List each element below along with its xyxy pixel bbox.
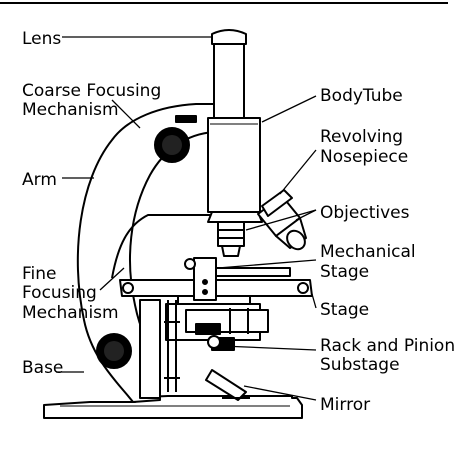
labels: Lens Coarse Focusing Mechanism BodyTube … bbox=[22, 29, 455, 415]
label-mirror: Mirror bbox=[320, 395, 370, 415]
microscope-drawing bbox=[43, 29, 313, 419]
label-arm: Arm bbox=[22, 170, 57, 190]
mirror bbox=[205, 369, 247, 401]
label-objectives: Objectives bbox=[320, 203, 410, 223]
arm-pillar bbox=[139, 299, 161, 399]
label-mechanical-stage-2: Stage bbox=[320, 262, 369, 282]
revolving-nosepiece bbox=[207, 211, 263, 223]
eyepiece-lens bbox=[211, 29, 247, 45]
body-tube-lower bbox=[207, 117, 261, 213]
label-fine-focusing-3: Mechanism bbox=[22, 303, 119, 323]
label-base: Base bbox=[22, 358, 63, 378]
label-mechanical-stage-1: Mechanical bbox=[320, 242, 416, 262]
label-fine-focusing-1: Fine bbox=[22, 264, 57, 284]
label-revolving-nosepiece-1: Revolving bbox=[320, 127, 403, 147]
base-shape bbox=[43, 395, 303, 419]
label-lens: Lens bbox=[22, 29, 61, 49]
label-revolving-nosepiece-2: Nosepiece bbox=[320, 147, 408, 167]
leader-lines bbox=[56, 36, 317, 401]
label-fine-focusing-2: Focusing bbox=[22, 283, 97, 303]
label-rack-pinion-2: Substage bbox=[320, 355, 400, 375]
label-rack-pinion-1: Rack and Pinion bbox=[320, 336, 455, 356]
objective-center bbox=[217, 221, 245, 247]
label-stage: Stage bbox=[320, 300, 369, 320]
label-body-tube: BodyTube bbox=[320, 86, 403, 106]
body-tube-upper bbox=[213, 41, 245, 119]
label-coarse-focusing-1: Coarse Focusing bbox=[22, 81, 161, 101]
label-coarse-focusing-2: Mechanism bbox=[22, 100, 119, 120]
